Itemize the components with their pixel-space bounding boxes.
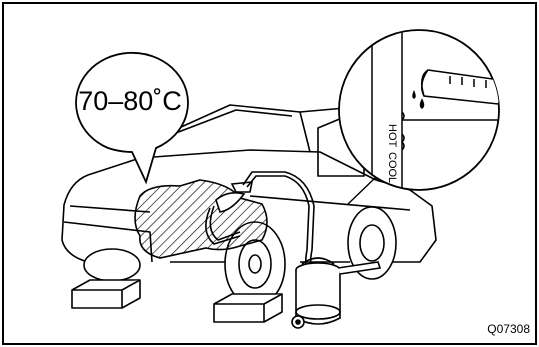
figure-code: Q07308 — [487, 322, 530, 336]
gauge-cool-label: COOL — [386, 152, 398, 183]
temperature-label: 70–80˚C — [78, 86, 182, 116]
gauge-hot-label: HOT — [386, 124, 398, 148]
